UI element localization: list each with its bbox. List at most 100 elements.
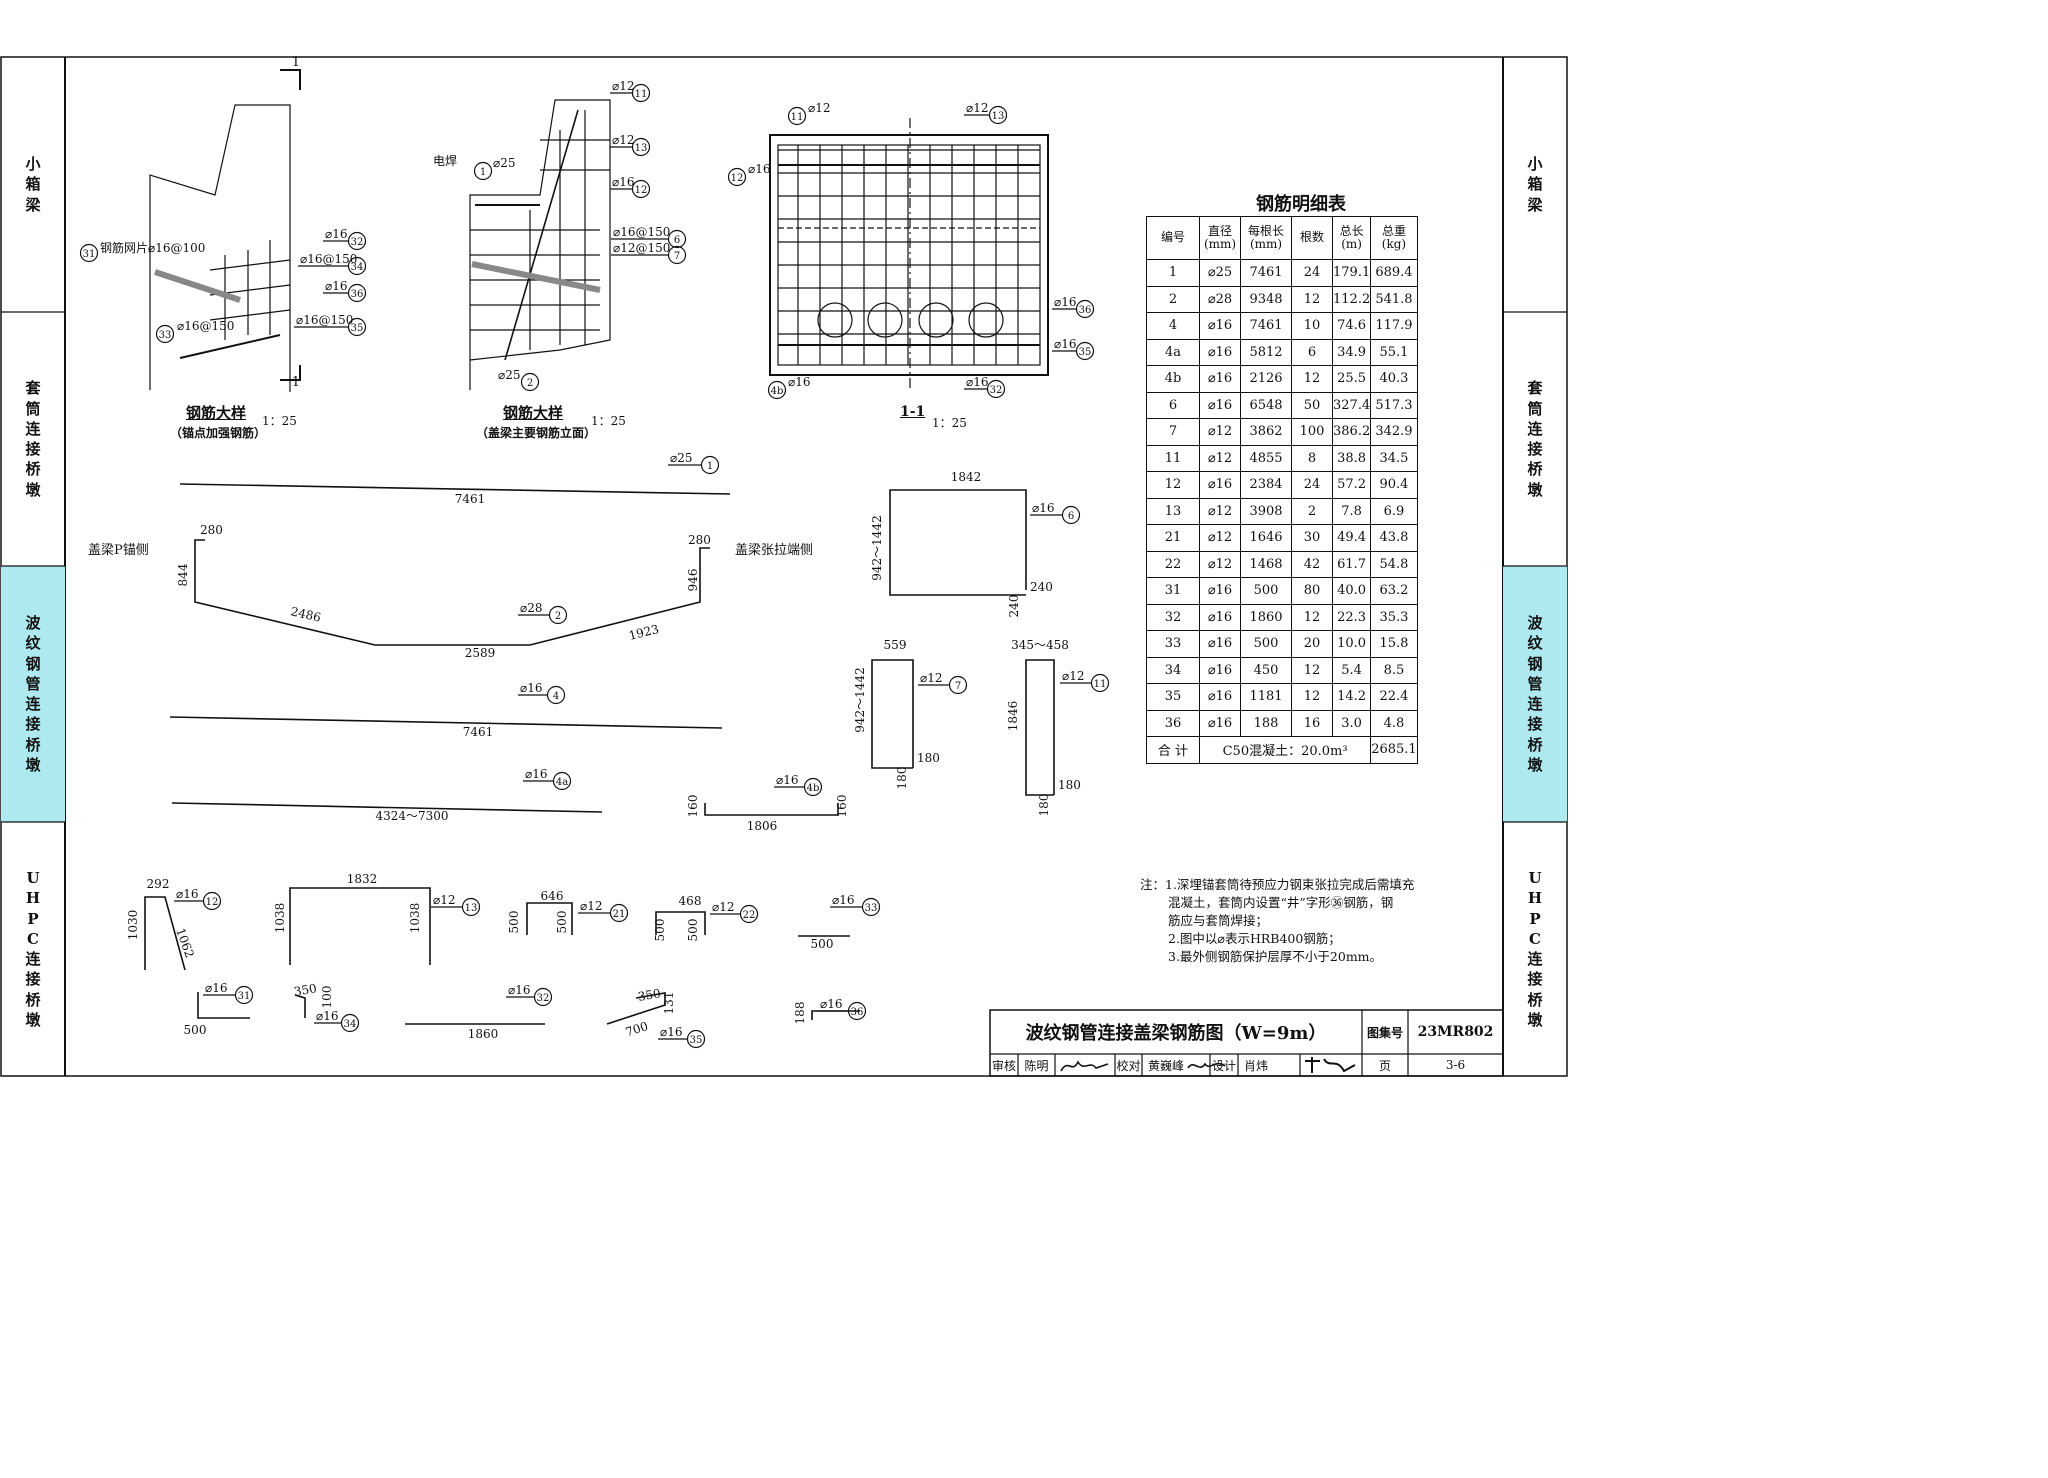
- bar-number: 12: [731, 173, 744, 184]
- bar-number: 13: [635, 143, 648, 154]
- rebar-diameter-label: ⌀16: [520, 681, 543, 695]
- rebar-diameter-label: ⌀16: [525, 767, 548, 781]
- left-tab-corrugated-pier[interactable]: 波纹钢管连接桥墩: [1, 566, 65, 822]
- dim-label: 1062: [173, 926, 197, 959]
- dim-label: 942～1442: [853, 667, 867, 732]
- bar-number: 36: [1079, 305, 1092, 316]
- right-tab-corrugated-pier[interactable]: 波纹钢管连接桥墩: [1503, 566, 1567, 822]
- section-grid: [778, 145, 1040, 365]
- bar-number: 11: [1094, 679, 1107, 690]
- rebar-diameter-label: ⌀12: [712, 900, 735, 914]
- dim-label: 350: [637, 986, 662, 1004]
- dim-label: 2589: [465, 646, 496, 660]
- table-cell: 34: [1146, 656, 1200, 684]
- table-cell: 1181: [1240, 683, 1292, 711]
- rebar-diameter-label: ⌀16: [205, 981, 228, 995]
- tension-side-label: 盖梁张拉端侧: [735, 543, 813, 558]
- bar-number: 1: [480, 167, 486, 178]
- tab-label: UHPC连接桥墩: [1527, 869, 1543, 1029]
- left-tab-uhpc-pier[interactable]: UHPC连接桥墩: [1, 822, 65, 1076]
- table-cell: 12: [1146, 471, 1200, 499]
- rebar-diameter-label: ⌀12: [1062, 669, 1085, 683]
- page-number: 3-6: [1445, 1058, 1466, 1072]
- table-cell: ⌀16: [1199, 312, 1241, 340]
- table-cell: 7461: [1240, 259, 1292, 287]
- right-tab-uhpc-pier[interactable]: UHPC连接桥墩: [1503, 822, 1567, 1076]
- dim-label: 292: [147, 877, 170, 891]
- bar-number-bubble: [520, 372, 540, 392]
- table-cell: 9348: [1240, 285, 1292, 313]
- table-cell: 20: [1291, 630, 1333, 658]
- table-cell: 11: [1146, 444, 1200, 472]
- bar-number-bubble: [787, 106, 807, 126]
- table-cell: ⌀12: [1199, 497, 1241, 525]
- left-tab-sleeve-pier[interactable]: 套筒连接桥墩: [1, 312, 65, 566]
- right-tab-sleeve-pier[interactable]: 套筒连接桥墩: [1503, 312, 1567, 566]
- note-line: 注：1.深埋锚套筒待预应力钢束张拉完成后需填充: [1140, 877, 1415, 892]
- table-cell: 6: [1146, 391, 1200, 419]
- bar-number: 12: [206, 897, 219, 908]
- dim-label: 844: [176, 563, 190, 586]
- dim-label: 240: [1007, 595, 1021, 618]
- table-cell: 5.4: [1331, 656, 1372, 684]
- bar-number: 6: [1068, 511, 1074, 522]
- bar-number: 11: [791, 112, 804, 123]
- table-cell: 188: [1240, 709, 1292, 737]
- bar-number-bubble: [988, 105, 1008, 125]
- table-cell: 42: [1291, 550, 1333, 578]
- dim-label: 100: [320, 986, 334, 1009]
- bar-number-bubble: [948, 675, 968, 695]
- bar-number: 11: [635, 89, 648, 100]
- note-line: 混凝土，套筒内设置“井”字形㊱钢筋，钢: [1168, 895, 1394, 910]
- left-tab-small-box-girder[interactable]: 小箱梁: [1, 57, 65, 312]
- bar-number-bubble: [686, 1029, 706, 1049]
- table-cell: 386.2: [1331, 418, 1372, 446]
- designer-signature: [1305, 1057, 1356, 1073]
- table-cell: 22.3: [1331, 603, 1372, 631]
- dim-label: 1030: [126, 910, 140, 941]
- table-cell: ⌀12: [1199, 550, 1241, 578]
- rebar-diameter-label: ⌀16: [325, 279, 348, 293]
- table-cell: 80: [1291, 577, 1333, 605]
- table-cell: 34.9: [1331, 338, 1372, 366]
- table-cell: 3908: [1240, 497, 1292, 525]
- table-cell: ⌀16: [1199, 365, 1241, 393]
- table-cell: 40.3: [1370, 365, 1418, 393]
- bar-number: 32: [990, 385, 1003, 396]
- dim-label: 280: [200, 523, 223, 537]
- bar-number: 2: [527, 378, 533, 389]
- left-active-tab-bg: [1, 566, 65, 822]
- bar-number: 35: [690, 1035, 703, 1046]
- table-header-cell: 编号: [1146, 216, 1200, 260]
- anchor-side-label: 盖梁P锚侧: [88, 543, 149, 558]
- table-cell: ⌀28: [1199, 285, 1241, 313]
- table-cell: ⌀16: [1199, 391, 1241, 419]
- table-cell: 16: [1291, 709, 1333, 737]
- reviewer-signature: [1060, 1060, 1109, 1072]
- designer-name: 肖炜: [1243, 1058, 1268, 1073]
- rebar-diameter-label: ⌀28: [520, 601, 543, 615]
- right-tab-small-box-girder[interactable]: 小箱梁: [1503, 57, 1567, 312]
- table-cell: ⌀16: [1199, 630, 1241, 658]
- table-cell: 12: [1291, 365, 1333, 393]
- dim-label: 1860: [468, 1027, 499, 1041]
- table-cell: 54.8: [1370, 550, 1418, 578]
- weld-label: 电焊: [433, 153, 457, 168]
- dim-label: 345～458: [1011, 638, 1069, 652]
- rebar-diameter-label: ⌀12@150: [613, 241, 670, 255]
- dim-label: 500: [507, 911, 521, 934]
- bar-number-bubble: [861, 897, 881, 917]
- drawing-title: 波纹钢管连接盖梁钢筋图（W=9m）: [1025, 1023, 1327, 1044]
- bar-number-bubble: [727, 167, 747, 187]
- rebar-diameter-label: ⌀12: [612, 79, 635, 93]
- table-cell: 342.9: [1370, 418, 1418, 446]
- check-label: 校对: [1116, 1058, 1141, 1073]
